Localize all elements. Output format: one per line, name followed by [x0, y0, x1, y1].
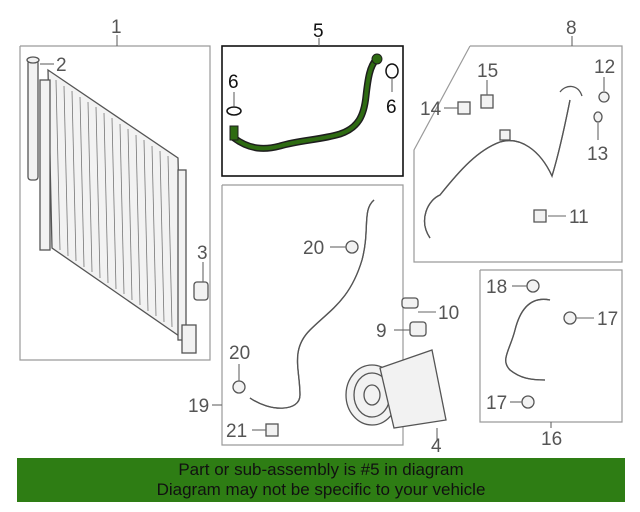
- banner-line-1: Part or sub-assembly is #5 in diagram: [178, 460, 464, 479]
- callout-14: 14: [420, 99, 442, 120]
- hose-assembly-group: [221, 38, 404, 177]
- hose-assembly-box: [221, 45, 404, 177]
- callout-9: 9: [376, 321, 387, 342]
- seal-13: [593, 111, 603, 123]
- cap-10: [401, 297, 419, 309]
- callout-18: 18: [486, 277, 507, 298]
- compressor: [345, 297, 447, 440]
- callout-12: 12: [594, 57, 615, 78]
- callout-20-lower: 20: [229, 343, 250, 364]
- seal-12: [598, 91, 610, 103]
- liquid-line-group: [479, 269, 623, 428]
- callout-11: 11: [569, 207, 589, 228]
- seal-17-left: [521, 395, 535, 409]
- o-ring-right: [385, 63, 399, 79]
- callout-15: 15: [477, 61, 498, 82]
- callout-16: 16: [541, 429, 562, 450]
- o-ring-left: [226, 106, 242, 116]
- callout-13: 13: [587, 144, 608, 165]
- nut-21: [265, 423, 279, 437]
- callout-6-left: 6: [228, 72, 239, 93]
- callout-2: 2: [56, 55, 67, 76]
- receiver-dryer: [27, 59, 39, 181]
- callout-8: 8: [566, 18, 577, 39]
- banner-line-2: Diagram may not be specific to your vehi…: [156, 480, 486, 499]
- seal-20-lower: [232, 380, 246, 394]
- valve-9: [409, 321, 427, 337]
- parts-diagram: 1 2 3 4 5 6 6 8 9 10 11 12 13 14 15 16 1…: [19, 17, 623, 455]
- callout-20-upper: 20: [303, 238, 324, 259]
- cap-15: [480, 94, 494, 109]
- callout-21: 21: [226, 421, 247, 442]
- seal-17-right: [563, 311, 577, 325]
- clip-11: [533, 209, 547, 223]
- seal-18: [526, 279, 540, 293]
- condenser-group: [19, 35, 211, 361]
- callout-17-right: 17: [597, 309, 618, 330]
- condenser-box: [19, 45, 211, 361]
- callout-5: 5: [313, 21, 324, 42]
- callout-4: 4: [431, 436, 442, 455]
- callout-17-left: 17: [486, 393, 507, 414]
- mounting-bracket: [193, 281, 209, 301]
- condenser-core: [39, 68, 197, 354]
- info-banner: Part or sub-assembly is #5 in diagram Di…: [17, 458, 625, 502]
- callout-1: 1: [111, 17, 122, 38]
- callout-6-right: 6: [386, 97, 397, 118]
- callout-3: 3: [197, 243, 208, 264]
- cap-14: [457, 101, 471, 115]
- discharge-line-group: [212, 184, 404, 446]
- callout-19: 19: [188, 396, 209, 417]
- suction-pipe-group: [413, 36, 623, 263]
- suction-hose: [230, 56, 380, 152]
- callout-10: 10: [438, 303, 459, 324]
- seal-20-upper: [345, 240, 359, 254]
